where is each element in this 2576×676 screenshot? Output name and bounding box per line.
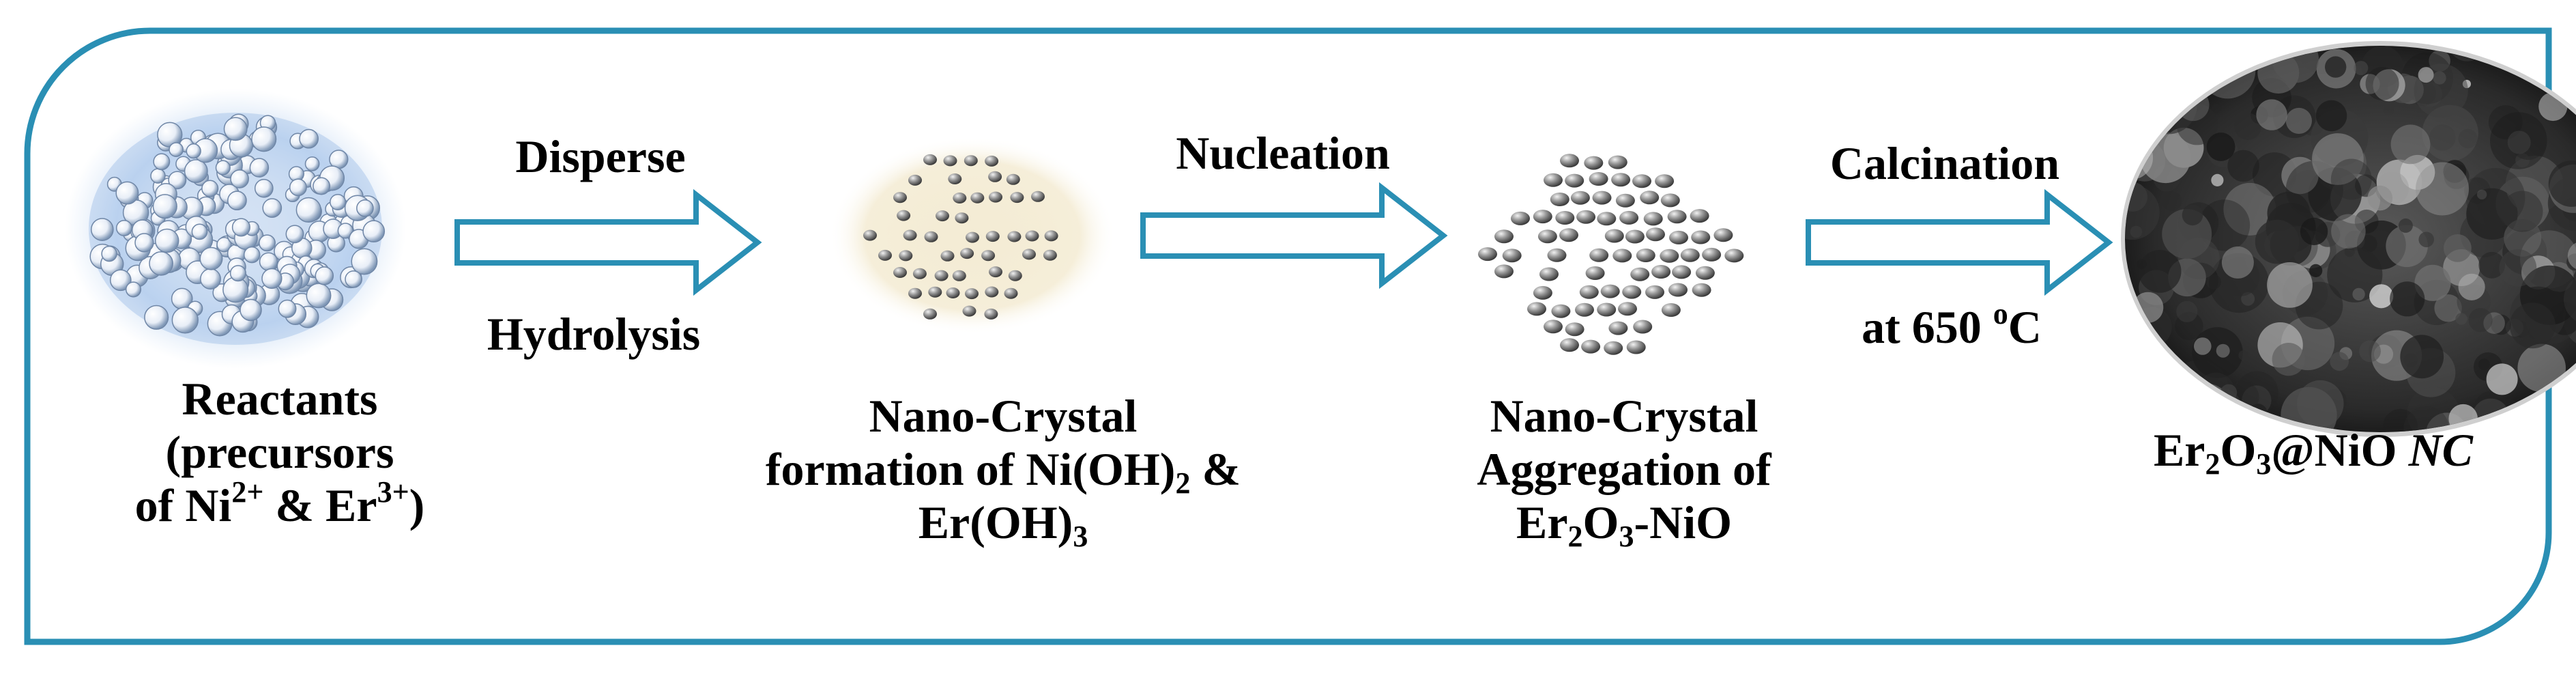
step-nucleation-label: Nucleation — [1176, 127, 1390, 179]
arrow-nucleation — [1140, 182, 1448, 290]
reactant-cluster-icon — [65, 89, 406, 369]
nanocrystal-icon — [829, 137, 1116, 335]
aggregate-icon — [1478, 154, 1744, 355]
step-temperature-label: at 650 oC — [1862, 297, 2042, 354]
arrow-disperse — [454, 188, 762, 296]
nanocrystal-formation-label: Nano-Crystal formation of Ni(OH)2 & Er(O… — [765, 390, 1241, 553]
product-label: Er2O3@NiO NC — [2153, 424, 2474, 481]
reactants-label: Reactants (precursors of Ni2+ & Er3+) — [134, 373, 425, 531]
step-hydrolysis-label: Hydrolysis — [487, 308, 701, 360]
product-disc-icon — [2121, 41, 2576, 437]
step-calcination-label: Calcination — [1829, 137, 2060, 189]
step-disperse-label: Disperse — [515, 130, 686, 182]
outer-frame — [24, 27, 2552, 645]
aggregation-label: Nano-Crystal Aggregation of Er2O3-NiO — [1477, 390, 1771, 553]
arrow-calcination — [1806, 188, 2113, 296]
